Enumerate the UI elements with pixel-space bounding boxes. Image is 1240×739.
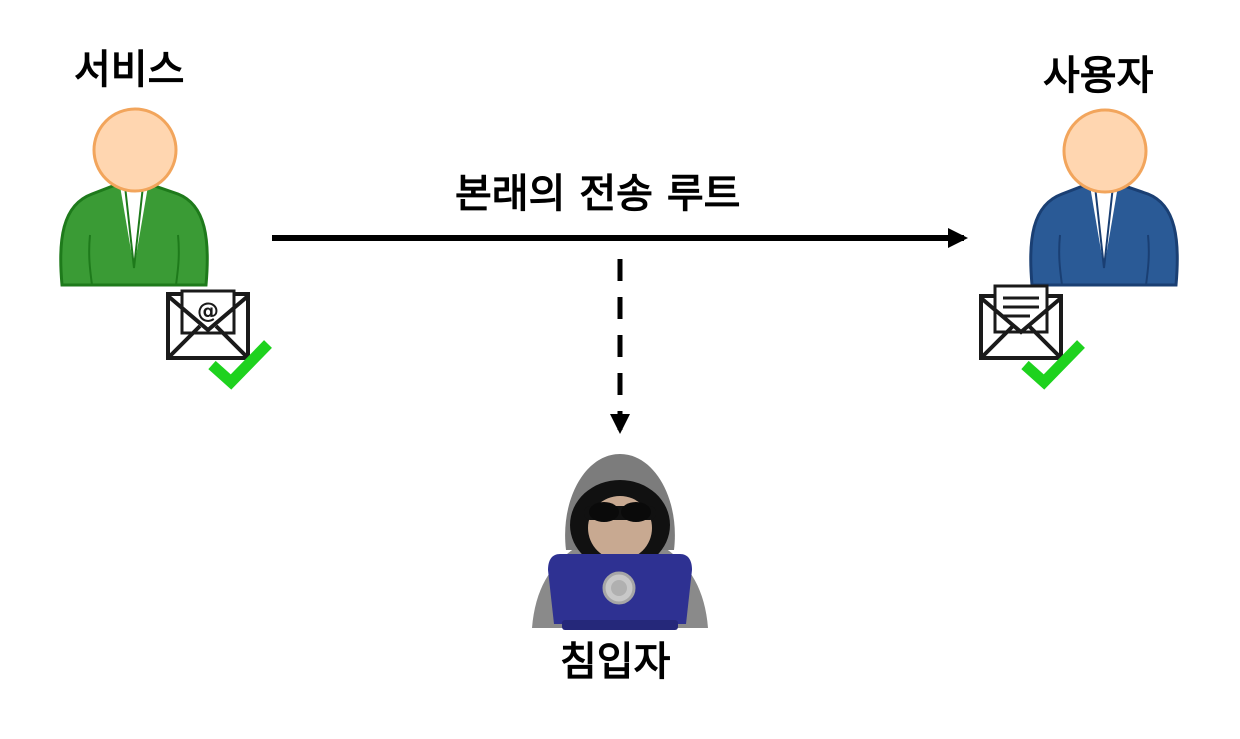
user-label: 사용자: [1043, 53, 1154, 99]
route-label: 본래의 전송 루트: [455, 171, 741, 217]
service-person-icon: [59, 107, 209, 287]
intruder-label: 침입자: [560, 639, 671, 685]
intruder-hacker-icon: [532, 454, 708, 630]
user-person-icon: [1029, 108, 1179, 287]
service-label: 서비스: [74, 47, 185, 93]
email-at-envelope-icon: @: [166, 289, 250, 360]
service-check-icon: [208, 340, 272, 390]
svg-text:@: @: [197, 299, 219, 324]
open-letter-envelope-icon: [979, 284, 1063, 360]
user-check-icon: [1021, 340, 1085, 390]
